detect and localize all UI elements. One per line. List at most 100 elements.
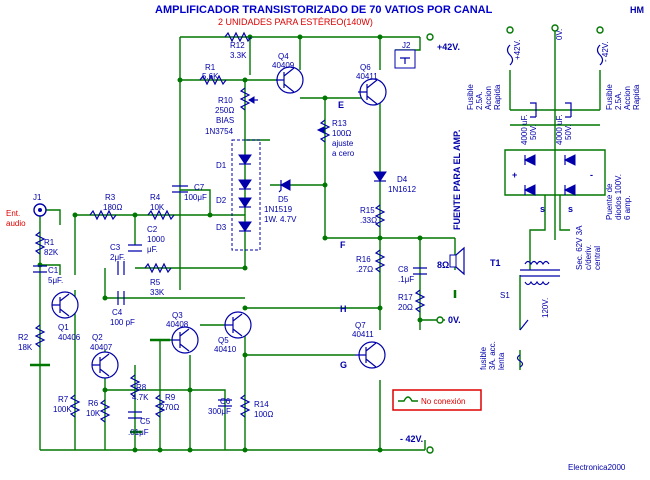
value-r7: 100K	[53, 405, 72, 414]
bridge-label-3: 6 amp.	[623, 196, 632, 220]
psu-label-zero: 0V.	[555, 29, 564, 40]
label-c2: C2	[147, 225, 158, 234]
fuse-right-label-3: Accion	[623, 86, 632, 110]
psu-side-title: FUENTE PARA EL AMP.	[452, 130, 462, 230]
resistor-r2	[34, 324, 46, 348]
bridge-label-1: Puente de	[605, 183, 614, 220]
cap-right-value: 4000 uF.	[555, 114, 564, 145]
label-t1: T1	[490, 258, 501, 268]
value-r15: .33Ω	[360, 216, 377, 225]
label-r1: R1	[205, 63, 216, 72]
footer-credit: Electronica2000	[568, 463, 626, 472]
value-q1: 40406	[58, 333, 81, 342]
psu-label-neg: - 42V.	[601, 41, 610, 62]
cap-left-voltage: 50V.	[529, 124, 538, 140]
label-r9: R9	[165, 393, 176, 402]
label-c1: C1	[48, 266, 59, 275]
value-q5: 40410	[214, 345, 237, 354]
bridge-s-a: s	[540, 204, 545, 214]
bridge-rectifier	[523, 154, 576, 196]
value-d4: 1N1612	[388, 185, 417, 194]
label-r13: R13	[332, 119, 347, 128]
capacitor-c4	[117, 291, 125, 305]
resistor-r4	[147, 209, 175, 221]
node-e: E	[338, 100, 344, 110]
value-c7: 100μF	[184, 193, 207, 202]
transistor-q6	[358, 78, 387, 106]
label-r16: R16	[356, 255, 371, 264]
label-j1: J1	[33, 193, 42, 202]
capacitor-c8	[413, 267, 427, 275]
label-r1-input: R1	[44, 238, 55, 247]
no-connection-text: No conexión	[421, 397, 465, 406]
resistor-r6	[99, 399, 111, 423]
label-rail-pos: +42V.	[437, 42, 460, 52]
node-f: F	[340, 240, 346, 250]
secondary-label-1: Sec. 62V 3A	[575, 225, 584, 270]
amp-wires	[39, 36, 456, 451]
label-r3: R3	[105, 193, 116, 202]
label-c4: C4	[112, 308, 123, 317]
label-d5: D5	[278, 195, 289, 204]
label-rail-neg: - 42V.	[400, 434, 423, 444]
node-h: H	[340, 304, 347, 314]
fuse-right-label-2: 2.5A.	[614, 91, 623, 110]
label-q3: Q3	[172, 311, 183, 320]
value-r1-input: 82K	[44, 248, 59, 257]
label-bias: BIAS	[216, 116, 234, 125]
fuse-main-label-1: fusible	[479, 346, 488, 370]
label-r4: R4	[150, 193, 161, 202]
label-d2: D2	[216, 196, 227, 205]
label-c7: C7	[194, 183, 205, 192]
label-rail-zero: 0V.	[448, 315, 461, 325]
label-j2: J2	[402, 41, 411, 50]
label-q4: Q4	[278, 52, 289, 61]
fuse-left-label-2: 2.5A.	[475, 91, 484, 110]
value-q6: 40411	[356, 72, 378, 81]
value-r8: 4.7K	[132, 393, 149, 402]
psu-terminal-zero	[551, 24, 559, 32]
value-r5: 33K	[150, 288, 165, 297]
diode-d4	[373, 171, 387, 182]
fuse-main	[516, 354, 524, 368]
fuse-main-label-3: lenta	[497, 352, 506, 370]
terminal-0v	[436, 316, 444, 324]
label-r13-zero: a cero	[332, 149, 355, 158]
resistor-r8	[129, 374, 141, 398]
value-c1: 5μF.	[48, 276, 63, 285]
resistor-r9	[154, 394, 166, 418]
potentiometer-r10	[239, 87, 258, 111]
rating-d5: 1W. 4.7V	[264, 215, 297, 224]
label-r10: R10	[218, 96, 233, 105]
junction-dots	[37, 34, 423, 453]
label-q1: Q1	[58, 323, 69, 332]
author-initials: HM	[630, 5, 644, 15]
jumper-j2	[394, 49, 416, 69]
cap-left-value: 4000 uF.	[520, 114, 529, 145]
label-r5: R5	[150, 278, 161, 287]
label-r12: R12	[230, 41, 245, 50]
capacitor-right	[565, 102, 572, 118]
bridge-plus: +	[512, 170, 517, 180]
label-c3: C3	[110, 243, 121, 252]
resistor-r14	[239, 394, 251, 418]
secondary-label-3: central	[593, 246, 602, 270]
label-diode-type: 1N3754	[205, 127, 234, 136]
label-q5: Q5	[218, 336, 229, 345]
resistor-r5	[144, 262, 172, 274]
resistor-r15	[374, 204, 386, 228]
value-c4: 100 pF	[110, 318, 135, 327]
value-r3: 180Ω	[103, 203, 122, 212]
value-r4: 10K	[150, 203, 165, 212]
capacitor-c3	[117, 261, 125, 275]
psu-terminal-pos	[506, 26, 514, 34]
schematic-subtitle: 2 UNIDADES PARA ESTÉREO(140W)	[218, 17, 373, 27]
transistor-q3	[171, 326, 199, 354]
transistor-q1	[51, 291, 79, 319]
fuse-left-label-1: Fusible	[466, 84, 475, 110]
fuse-left	[506, 44, 514, 66]
fuse-main-label-2: 3A. acc.	[488, 341, 497, 370]
label-s1: S1	[500, 291, 510, 300]
